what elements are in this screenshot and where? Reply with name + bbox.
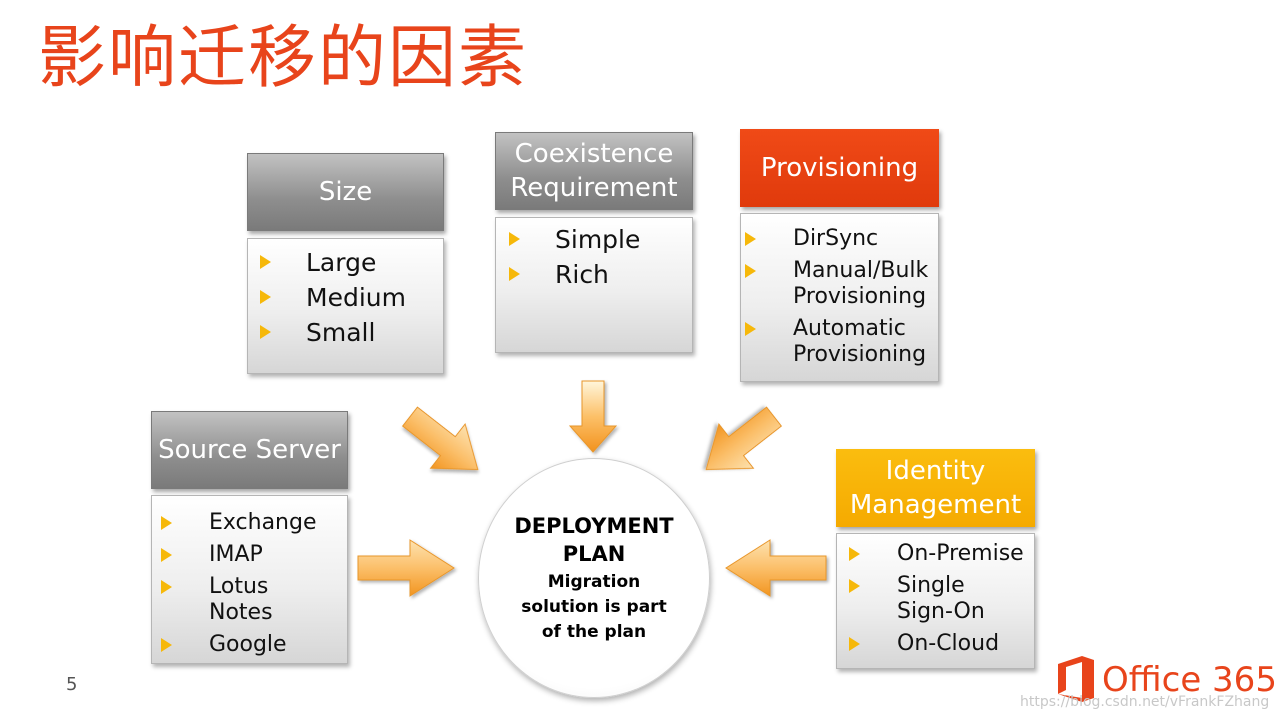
slide-title: 影响迁移的因素	[38, 19, 529, 98]
arrow-size	[401, 406, 479, 471]
coexistence-heading: Coexistence Requirement	[495, 132, 693, 210]
list-item: On-Cloud	[837, 631, 1034, 657]
list-item: Simple	[496, 222, 692, 257]
page-number: 5	[66, 674, 78, 695]
list-item: Lotus Notes	[152, 574, 273, 626]
bullet-icon	[161, 548, 172, 562]
size-heading: Size	[247, 153, 444, 231]
arrow-coexistence	[568, 380, 618, 453]
bullet-icon	[260, 325, 271, 339]
bullet-icon	[849, 579, 860, 593]
list-item: Medium	[248, 280, 443, 315]
provisioning-heading-text: Provisioning	[760, 153, 919, 183]
deployment-plan-description: Migration solution is part of the plan	[521, 571, 667, 642]
provisioning-list: DirSync Manual/Bulk Provisioning Automat…	[740, 213, 939, 382]
list-item: Single Sign-On	[837, 573, 987, 625]
bullet-icon	[509, 232, 520, 246]
bullet-icon	[745, 322, 756, 336]
provisioning-heading: Provisioning	[740, 129, 939, 207]
source-heading-text: Source Server	[158, 435, 341, 465]
office-logo-icon	[1058, 656, 1094, 702]
bullet-icon	[745, 232, 756, 246]
source-list: Exchange IMAP Lotus Notes Google	[151, 495, 348, 664]
bullet-icon	[161, 638, 172, 652]
list-item: IMAP	[152, 542, 347, 568]
coexistence-list: Simple Rich	[495, 217, 693, 353]
identity-list: On-Premise Single Sign-On On-Cloud	[836, 533, 1035, 669]
bullet-icon	[260, 290, 271, 304]
list-item: Automatic Provisioning	[741, 316, 938, 368]
size-list: Large Medium Small	[247, 238, 444, 374]
identity-heading: Identity Management	[836, 449, 1035, 527]
list-item: Rich	[496, 257, 692, 292]
coexistence-heading-text: Coexistence Requirement	[510, 139, 678, 203]
bullet-icon	[849, 547, 860, 561]
bullet-icon	[849, 637, 860, 651]
list-item: DirSync	[741, 226, 938, 252]
bullet-icon	[260, 255, 271, 269]
watermark: https://blog.csdn.net/vFrankFZhang	[1020, 694, 1270, 710]
arrow-identity	[725, 539, 827, 597]
deployment-plan-circle: DEPLOYMENT PLAN Migration solution is pa…	[478, 458, 710, 698]
bullet-icon	[161, 516, 172, 530]
deployment-plan-title: DEPLOYMENT PLAN	[514, 513, 674, 566]
bullet-icon	[745, 264, 756, 278]
bullet-icon	[509, 267, 520, 281]
list-item: Large	[248, 245, 443, 280]
bullet-icon	[161, 580, 172, 594]
identity-heading-text: Identity Management	[849, 456, 1022, 520]
brand-name: Office 365	[1102, 660, 1277, 700]
size-heading-text: Size	[318, 177, 373, 207]
list-item: Exchange	[152, 510, 347, 536]
arrow-provisioning	[705, 406, 783, 471]
list-item: On-Premise	[837, 541, 1034, 567]
list-item: Google	[152, 632, 347, 658]
source-heading: Source Server	[151, 411, 348, 489]
list-item: Small	[248, 315, 443, 350]
list-item: Manual/Bulk Provisioning	[741, 258, 938, 310]
arrow-source	[357, 539, 455, 597]
